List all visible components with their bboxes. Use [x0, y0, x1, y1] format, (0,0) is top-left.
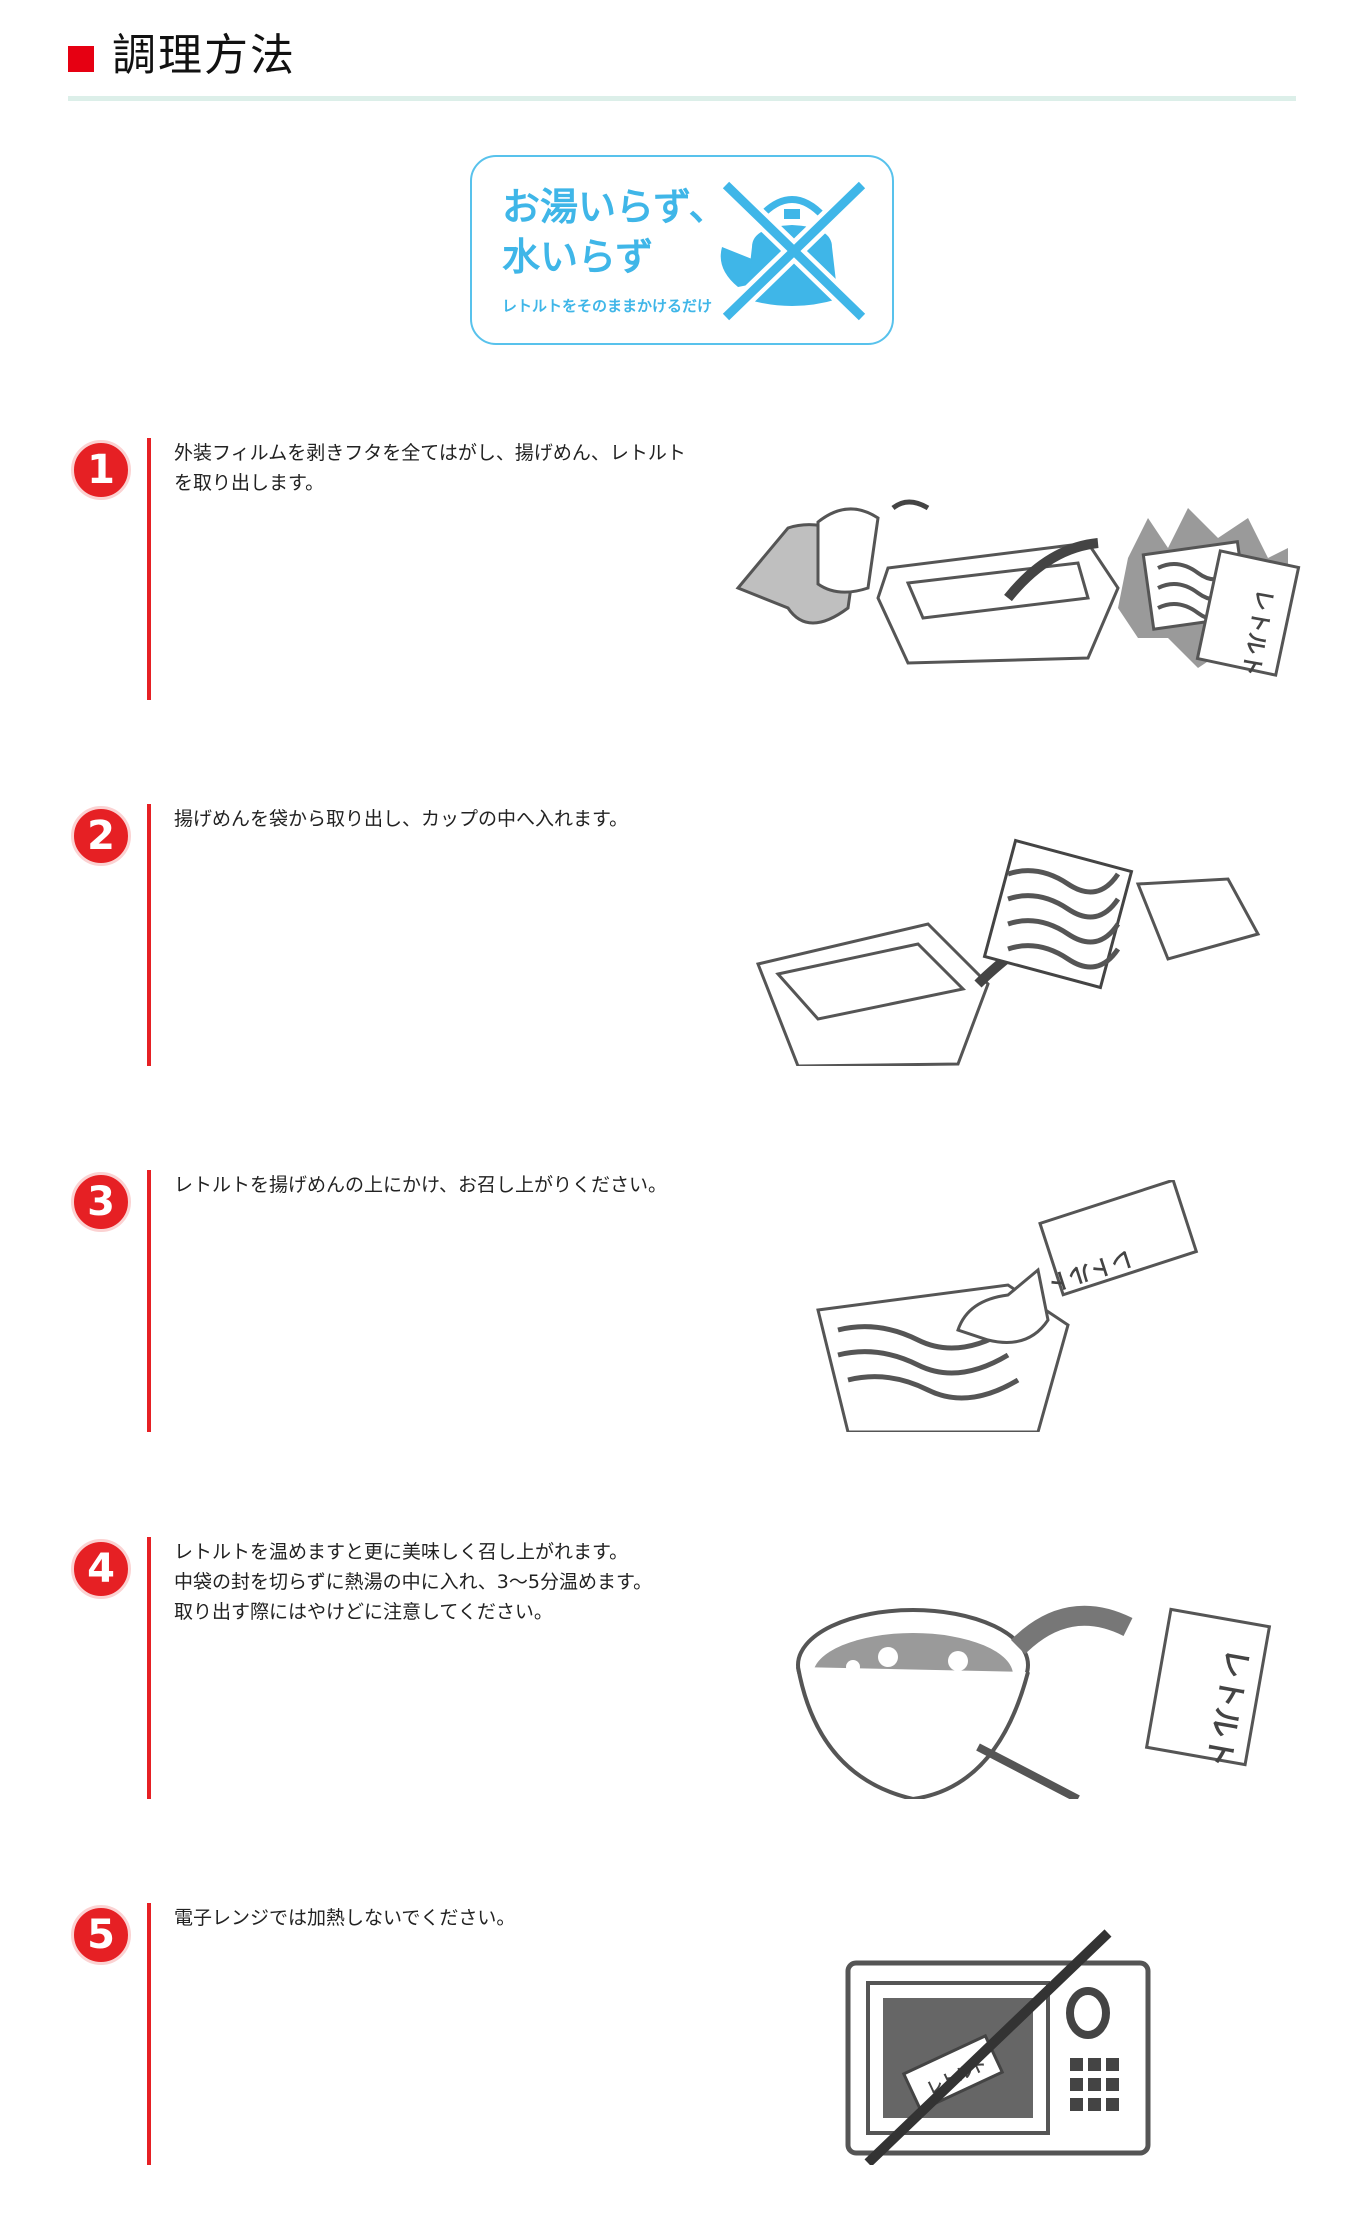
step-text: 揚げめんを袋から取り出し、カップの中へ入れます。: [174, 804, 754, 834]
step-number-badge: 4: [71, 1539, 131, 1599]
step-divider-bar: [147, 1537, 151, 1799]
step-text-line: 取り出す際にはやけどに注意してください。: [174, 1601, 553, 1623]
step-text-line: 外装フィルムを剥きフタを全てはがし、揚げめん、レトルト: [174, 442, 686, 464]
step-divider-bar: [147, 1170, 151, 1432]
pour-retort-illustration: レトルト: [816, 1180, 1199, 1432]
step-1: 1 外装フィルムを剥きフタを全てはがし、揚げめん、レトルト を取り出します。 レ…: [68, 438, 1301, 700]
step-2: 2 揚げめんを袋から取り出し、カップの中へ入れます。: [68, 804, 1296, 1066]
step-text-line: 中袋の封を切らずに熱湯の中に入れ、3〜5分温めます。: [174, 1571, 653, 1593]
step-4: 4 レトルトを温めますと更に美味しく召し上がれます。 中袋の封を切らずに熱湯の中…: [68, 1537, 1296, 1799]
crossed-kettle-icon: [719, 178, 869, 324]
step-text: レトルトを揚げめんの上にかけ、お召し上がりください。: [174, 1170, 754, 1200]
badge-line-1: お湯いらず、: [502, 185, 727, 229]
red-square-marker: [68, 46, 94, 72]
boil-retort-illustration: レトルト: [796, 1605, 1272, 1799]
step-5: 5 電子レンジでは加熱しないでください。 レトルト: [68, 1903, 1296, 2165]
no-water-badge: お湯いらず、 水いらず レトルトをそのままかけるだけ: [470, 155, 894, 345]
step-text-line: を取り出します。: [174, 472, 325, 494]
section-heading: 調理方法: [68, 20, 1296, 101]
badge-line-2: 水いらず: [502, 235, 654, 279]
step-number-badge: 2: [71, 806, 131, 866]
step-number-badge: 5: [71, 1905, 131, 1965]
step-number-badge: 1: [71, 440, 131, 500]
step-text-line: レトルトを揚げめんの上にかけ、お召し上がりください。: [174, 1174, 668, 1196]
section-title: 調理方法: [112, 30, 296, 81]
step-text-line: 電子レンジでは加熱しないでください。: [174, 1907, 516, 1929]
badge-line-3: レトルトをそのままかけるだけ: [502, 297, 713, 315]
step-text: 外装フィルムを剥きフタを全てはがし、揚げめん、レトルト を取り出します。: [174, 438, 754, 498]
step-text: 電子レンジでは加熱しないでください。: [174, 1903, 754, 1933]
step-divider-bar: [147, 804, 151, 1066]
step-text: レトルトを温めますと更に美味しく召し上がれます。 中袋の封を切らずに熱湯の中に入…: [174, 1537, 754, 1627]
step-divider-bar: [147, 438, 151, 700]
step-text-line: レトルトを温めますと更に美味しく召し上がれます。: [174, 1541, 629, 1563]
step-divider-bar: [147, 1903, 151, 2165]
no-microwave-illustration: レトルト: [845, 1929, 1151, 2165]
step-number-badge: 3: [71, 1172, 131, 1232]
add-noodles-illustration: [755, 838, 1261, 1066]
step-3: 3 レトルトを揚げめんの上にかけ、お召し上がりください。 レトルト: [68, 1170, 1296, 1432]
step-text-line: 揚げめんを袋から取り出し、カップの中へ入れます。: [174, 808, 629, 830]
remove-lid-illustration: レトルト: [735, 499, 1301, 678]
